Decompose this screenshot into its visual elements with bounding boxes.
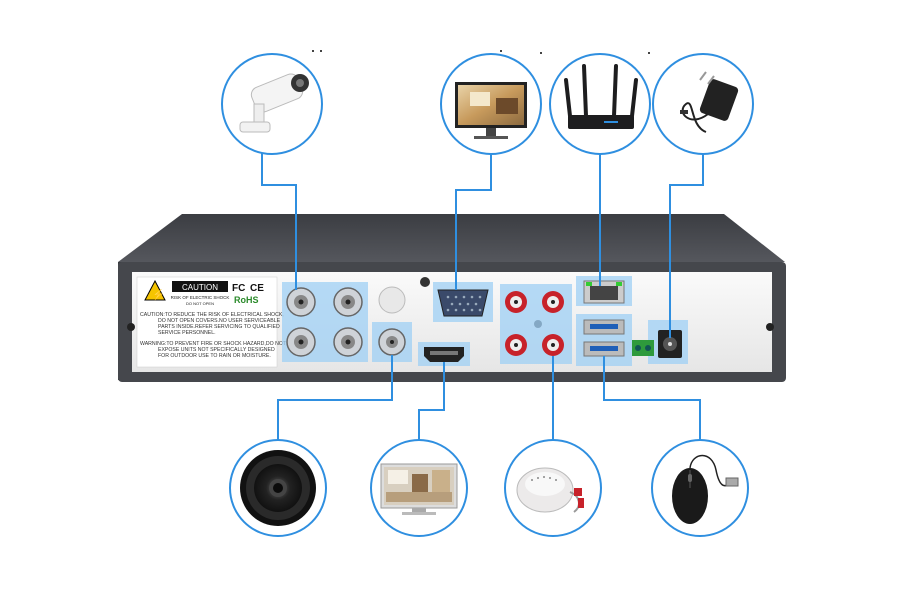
audio-out-bnc	[378, 328, 406, 356]
bnc-blank	[378, 286, 406, 314]
microphone-icon	[516, 467, 584, 513]
power-adapter-device	[652, 53, 754, 155]
power-adapter-icon	[680, 71, 739, 133]
hdmi-port	[424, 347, 464, 362]
ethernet-port	[583, 280, 625, 304]
speaker-device	[229, 439, 327, 537]
warn-line-0: CAUTION:TO REDUCE THE RISK OF ELECTRICAL…	[140, 312, 284, 318]
microphone-device	[504, 439, 602, 537]
ce-mark: CE	[250, 283, 264, 294]
bnc-video-inputs	[286, 287, 363, 357]
risk-line-2: DO NOT OPEN	[186, 301, 214, 306]
vga-port	[437, 289, 489, 317]
speaker-icon	[240, 450, 316, 526]
fcc-mark: FC	[232, 283, 245, 294]
top-dots	[312, 50, 650, 54]
svg-text:⚡: ⚡	[152, 288, 164, 301]
connector-lines	[261, 140, 704, 445]
dc-power-port	[658, 330, 682, 358]
camera-device	[221, 53, 323, 155]
mouse-icon	[672, 454, 739, 524]
warn-line-2: PARTS INSIDE.REFER SERVICING TO QUALIFIE…	[158, 324, 280, 330]
hdmi-monitor-device	[370, 439, 468, 537]
warn-line-3: SERVICE PERSONNEL.	[158, 330, 216, 336]
monitor-icon	[380, 463, 458, 515]
warn-line-4: WARNING:TO PREVENT FIRE OR SHOCK HAZARD,…	[140, 341, 287, 347]
warn-line-5: EXPOSE UNITS NOT SPECIFICALLY DESIGNED	[158, 347, 275, 353]
warn-line-6: FOR OUTDOOR USE TO RAIN OR MOISTURE.	[158, 353, 271, 359]
router-device	[549, 53, 651, 155]
risk-line-1: RISK OF ELECTRIC SHOCK	[171, 295, 230, 300]
rca-audio-ports	[505, 291, 564, 356]
warn-line-1: DO NOT OPEN COVERS.NO USER SERVICEABLE	[158, 318, 281, 324]
router-icon	[564, 64, 638, 129]
mouse-device	[651, 439, 749, 537]
rohs-mark: RoHS	[234, 295, 259, 305]
usb-ports	[583, 319, 625, 357]
camera-icon	[239, 73, 309, 133]
alarm-terminal	[632, 340, 654, 356]
warning-label: ⚡ CAUTION RISK OF ELECTRIC SHOCK DO NOT …	[136, 276, 287, 368]
caution-title: CAUTION	[182, 283, 218, 292]
monitor-icon	[455, 82, 527, 139]
hazard-icon	[144, 279, 166, 301]
vga-monitor-device	[440, 53, 542, 155]
